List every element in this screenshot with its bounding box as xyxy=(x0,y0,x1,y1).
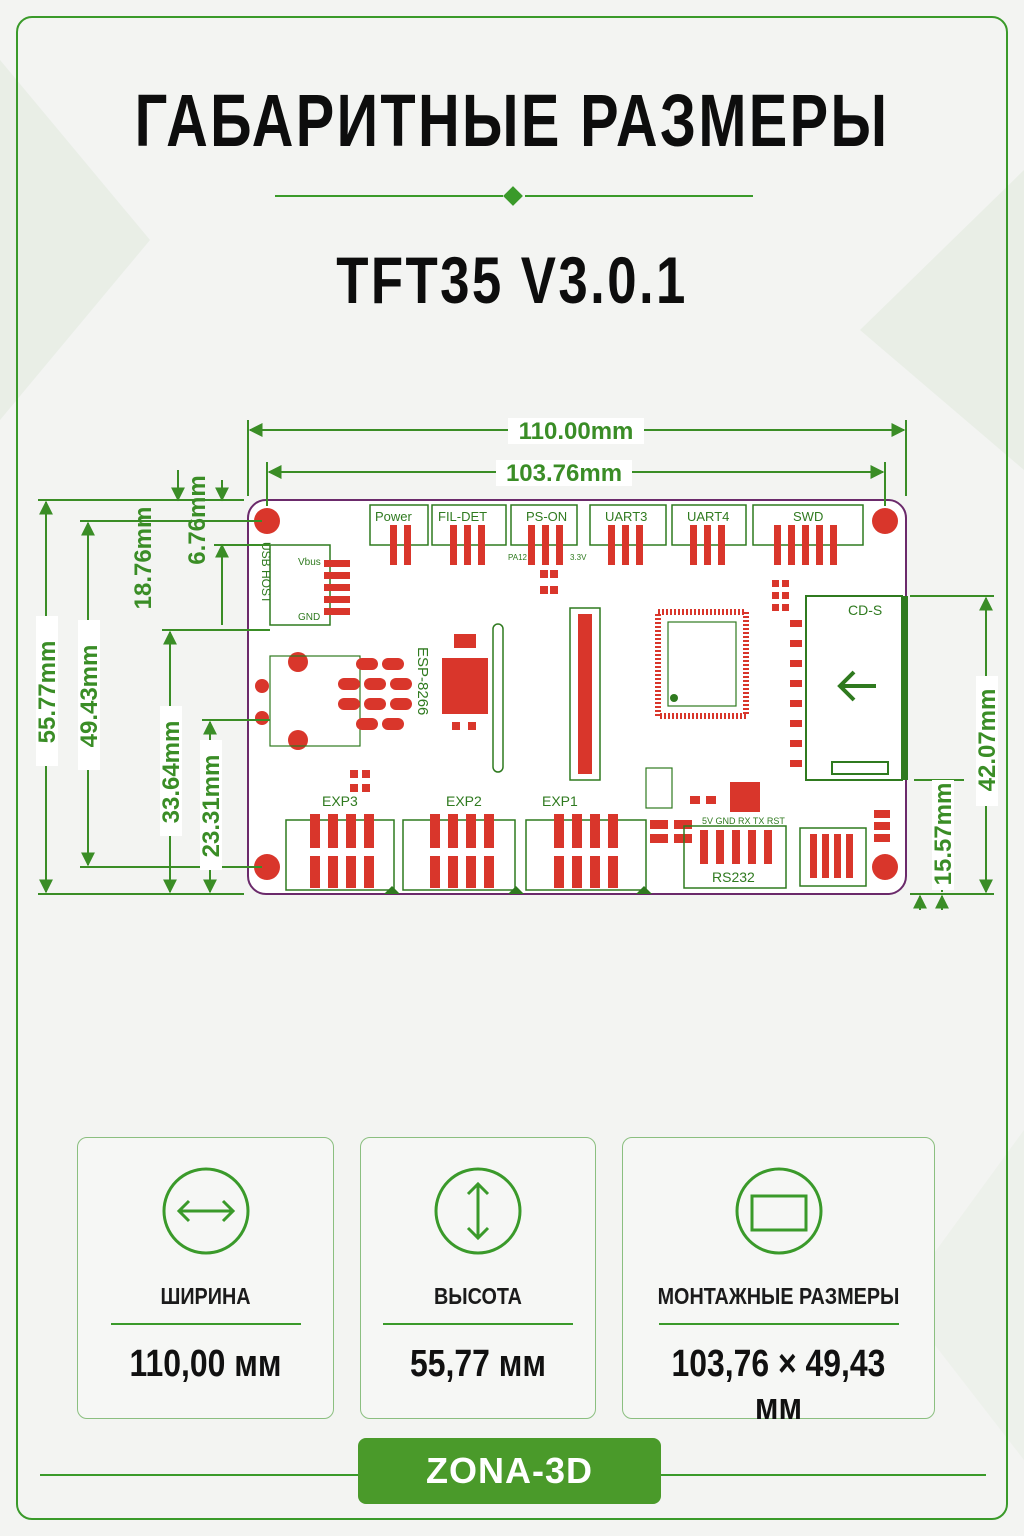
label-vbus: Vbus xyxy=(298,557,321,568)
label-gnd: GND xyxy=(298,612,320,623)
label-rs232-pins: 5V GND RX TX RST xyxy=(702,816,785,826)
title-divider xyxy=(275,186,753,206)
dim-top-offset-a: 18.76mm xyxy=(130,507,157,610)
mounting-value: 103,76 × 49,43 мм xyxy=(671,1343,886,1428)
label-pa12: PA12 xyxy=(508,553,528,562)
width-card: ШИРИНА 110,00 мм xyxy=(77,1137,334,1419)
dim-overall-width: 110.00mm xyxy=(519,418,634,445)
height-value: 55,77 мм xyxy=(410,1343,546,1385)
rectangle-icon xyxy=(735,1167,822,1255)
label-uart4: UART4 xyxy=(687,509,729,524)
dim-right-height: 42.07mm xyxy=(974,689,1001,792)
label-esp8266: ESP-8266 xyxy=(414,647,431,715)
mount-hole-bl xyxy=(254,854,280,880)
mount-hole-tl xyxy=(254,508,280,534)
width-value: 110,00 мм xyxy=(129,1343,282,1385)
label-3v3: 3.3V xyxy=(570,553,587,562)
label-cd-s: CD-S xyxy=(848,602,882,618)
dim-overall-height: 55.77mm xyxy=(34,641,61,744)
width-label: ШИРИНА xyxy=(160,1283,251,1309)
dim-top-offset-b: 6.76mm xyxy=(184,475,211,564)
model-name: TFT35 V3.0.1 xyxy=(336,243,688,317)
height-label: ВЫСОТА xyxy=(434,1283,522,1309)
mount-hole-br xyxy=(872,854,898,880)
dim-mount-width: 103.76mm xyxy=(506,460,622,487)
dim-left-offset-a: 33.64mm xyxy=(158,721,185,824)
dim-right-offset: 15.57mm xyxy=(930,783,957,886)
label-rs232: RS232 xyxy=(712,869,755,885)
label-ps-on: PS-ON xyxy=(526,509,567,524)
label-exp3: EXP3 xyxy=(322,793,358,809)
label-uart3: UART3 xyxy=(605,509,647,524)
mount-hole-tr xyxy=(872,508,898,534)
mounting-label: МОНТАЖНЫЕ РАЗМЕРЫ xyxy=(657,1283,900,1309)
card-divider xyxy=(658,1323,899,1325)
dim-mount-height: 49.43mm xyxy=(76,645,103,748)
label-exp2: EXP2 xyxy=(446,793,482,809)
vertical-arrow-icon xyxy=(434,1167,522,1255)
label-exp1: EXP1 xyxy=(542,793,578,809)
label-power: Power xyxy=(375,509,413,524)
card-divider xyxy=(110,1323,301,1325)
label-swd: SWD xyxy=(793,509,823,524)
mounting-card: МОНТАЖНЫЕ РАЗМЕРЫ 103,76 × 49,43 мм xyxy=(622,1137,935,1428)
height-card: ВЫСОТА 55,77 мм xyxy=(360,1137,596,1419)
pcb-dimension-drawing: Power FIL-DET PS-ON UART3 UART4 SWD PA12… xyxy=(34,418,1001,910)
page-frame xyxy=(16,16,1008,1520)
brand-badge: ZONA-3D xyxy=(358,1438,661,1504)
label-fil-det: FIL-DET xyxy=(438,509,487,524)
horizontal-arrow-icon xyxy=(162,1167,249,1255)
page-title: ГАБАРИТНЫЕ РАЗМЕРЫ xyxy=(134,79,890,162)
label-usb-host: USB HOST xyxy=(259,542,273,604)
footer-line-left xyxy=(40,1474,358,1476)
footer-line-right xyxy=(661,1474,986,1476)
mcu-chip xyxy=(655,609,749,719)
card-divider xyxy=(383,1323,573,1325)
dim-left-offset-b: 23.31mm xyxy=(198,755,225,858)
